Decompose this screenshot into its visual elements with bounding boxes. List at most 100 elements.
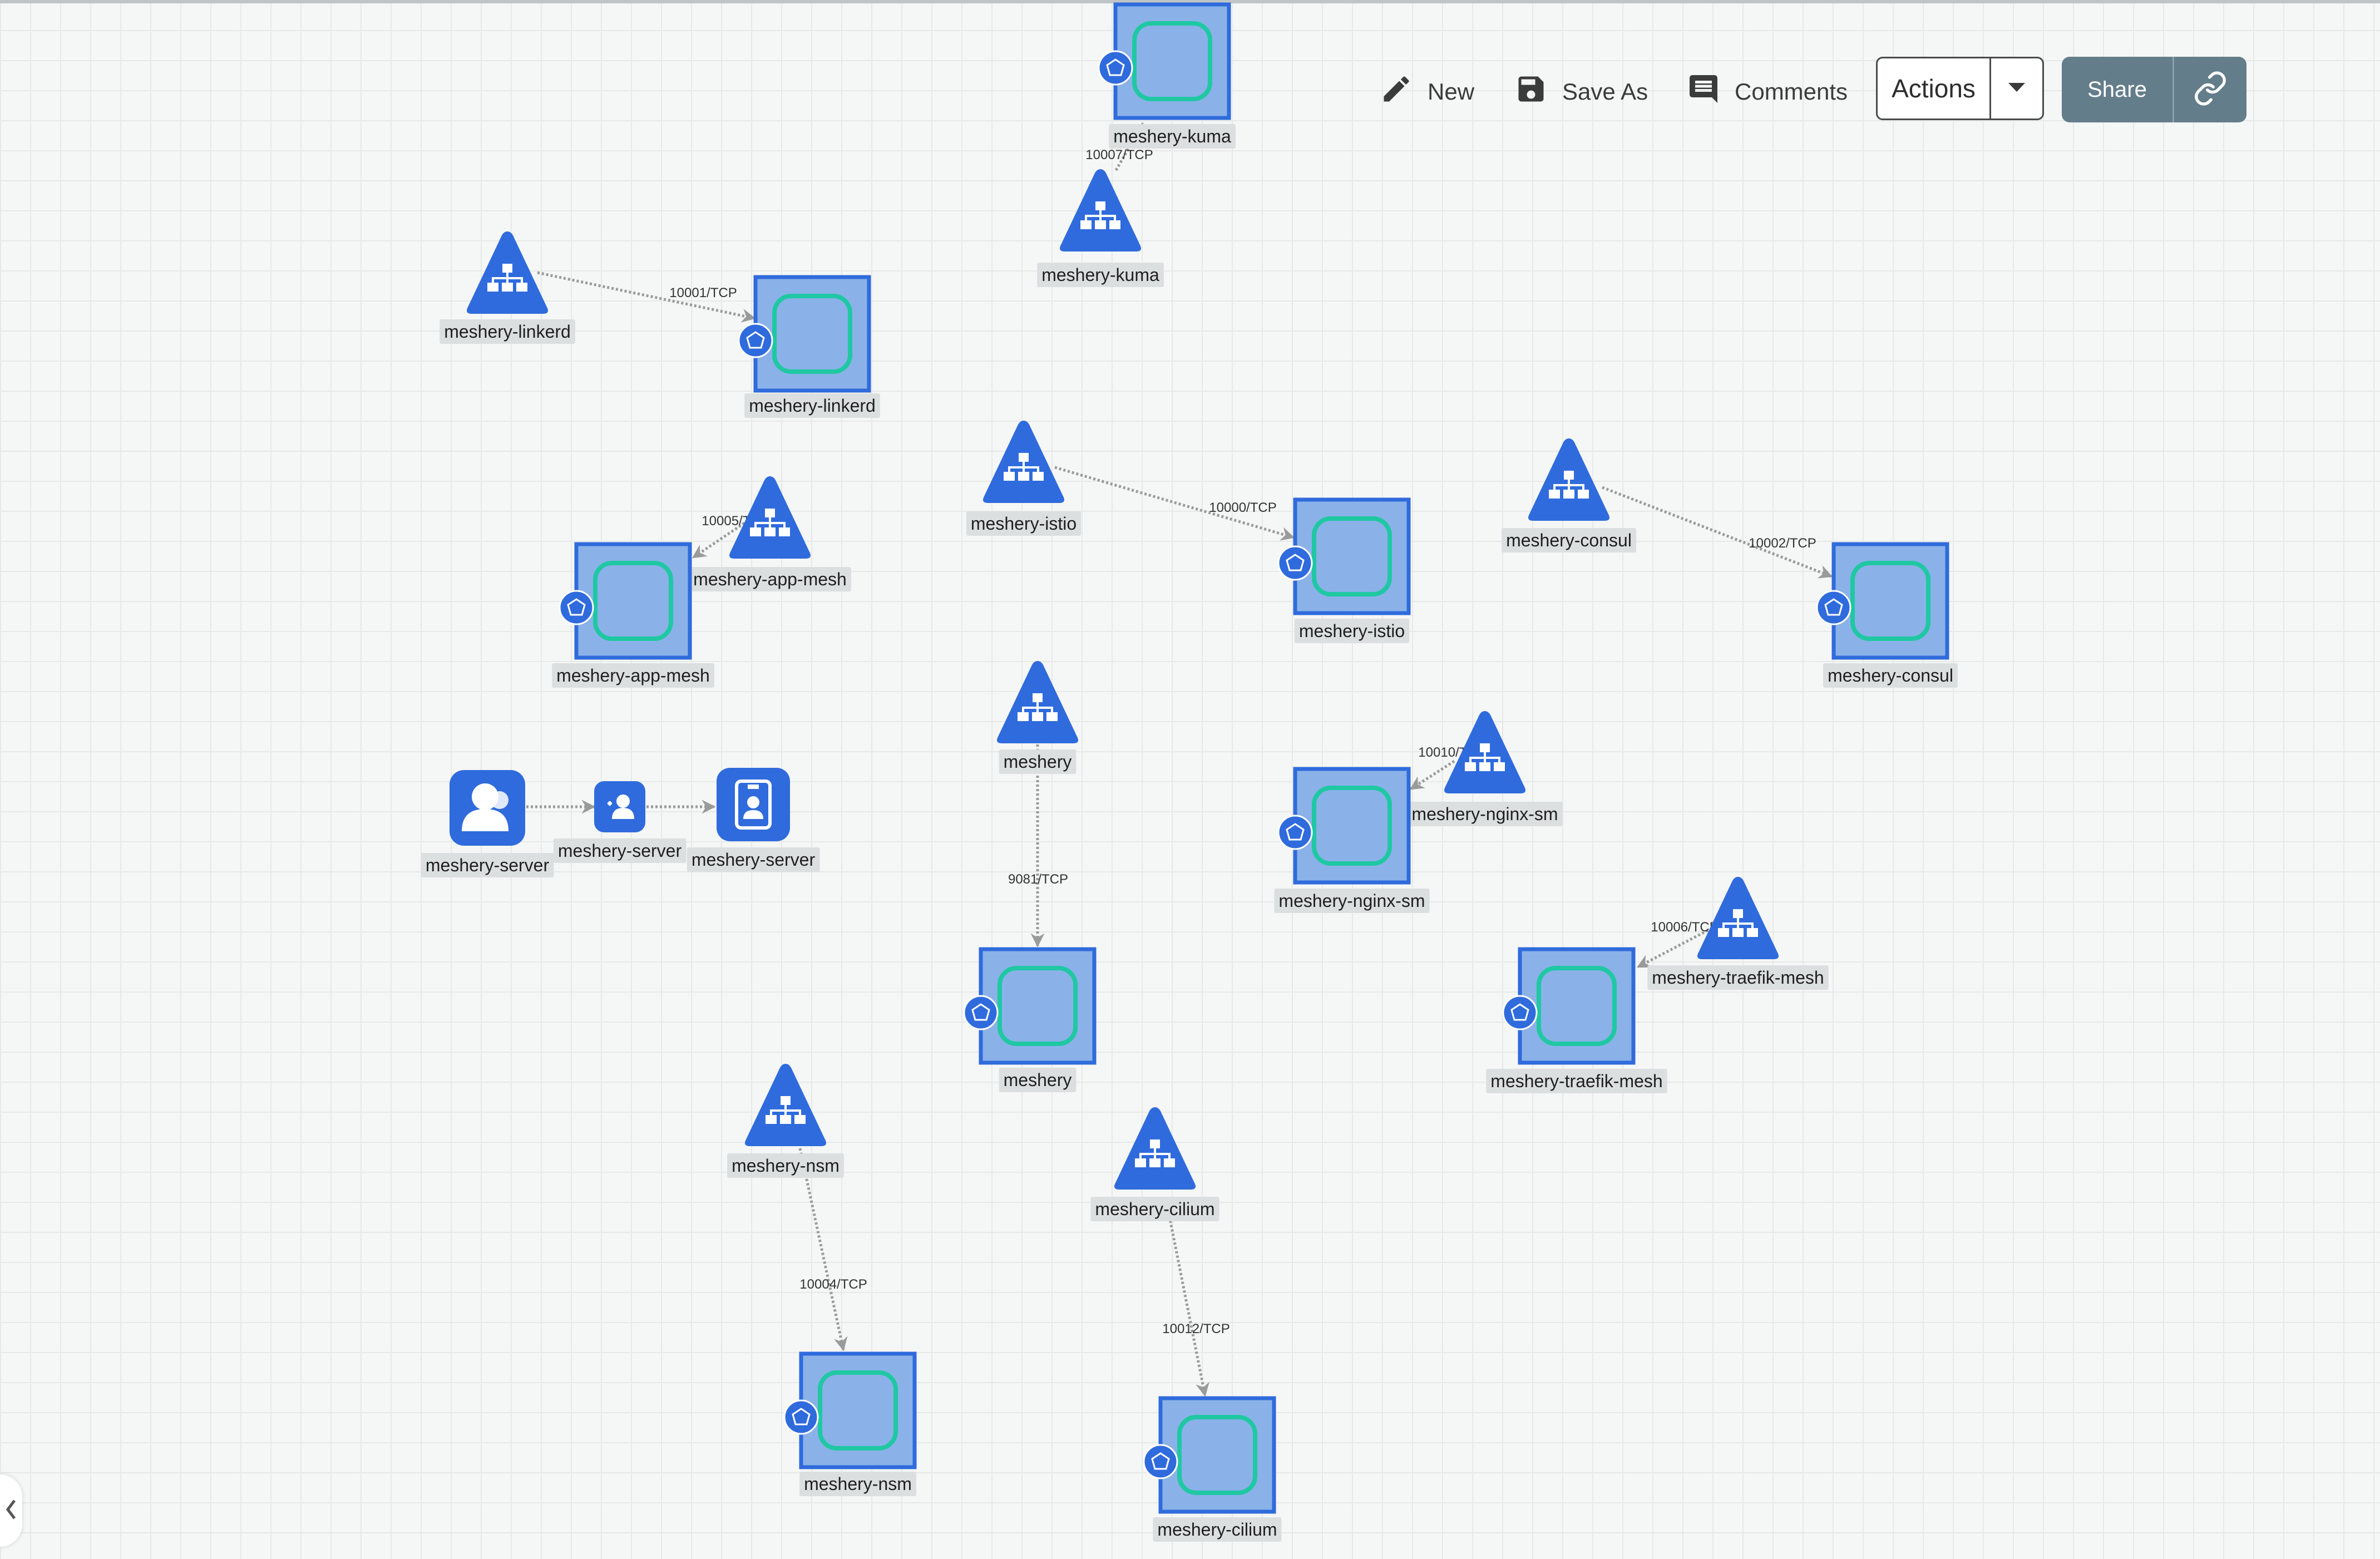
pod-node-nginx-sm[interactable] — [1277, 767, 1411, 885]
new-button[interactable]: New — [1380, 72, 1474, 111]
service-node-istio[interactable] — [983, 421, 1064, 503]
service-node-nginx-sm[interactable] — [1444, 711, 1525, 793]
edge-svc-cilium-to-pod-cilium[interactable] — [1168, 1216, 1209, 1397]
user-gear-icon — [608, 795, 634, 819]
floppy-disk-icon — [1514, 72, 1548, 111]
edge-svc-app-mesh-to-pod-app-mesh[interactable] — [692, 521, 745, 559]
share-button[interactable]: Share — [2087, 77, 2147, 102]
pod-icon — [559, 590, 594, 625]
pod-node-nsm[interactable] — [783, 1351, 917, 1469]
pod-node-meshery[interactable] — [963, 947, 1097, 1065]
node-label-background — [1109, 124, 1236, 149]
link-icon — [2193, 71, 2228, 109]
edge-svc-consul-to-pod-consul[interactable] — [1602, 486, 1833, 579]
node-label-background — [966, 511, 1082, 536]
container-box — [818, 1370, 898, 1451]
edge-svc-traefik-mesh-to-pod-traefik-mesh[interactable] — [1636, 929, 1709, 969]
pod-icon — [963, 995, 999, 1030]
edge-port-label: 10006/TCP — [1651, 920, 1718, 935]
node-label-background — [1274, 889, 1430, 913]
service-node-app-mesh[interactable] — [729, 476, 811, 559]
node-label-background — [1407, 802, 1563, 826]
pod-label: meshery-app-mesh — [556, 665, 710, 685]
edge-svc-linkerd-to-pod-linkerd[interactable] — [537, 271, 756, 323]
caret-down-icon — [2007, 82, 2026, 96]
role-binding-node[interactable] — [594, 781, 645, 832]
save-as-button[interactable]: Save As — [1514, 72, 1648, 111]
id-badge-icon — [735, 780, 772, 830]
node-label-background — [1294, 619, 1410, 643]
actions-label[interactable]: Actions — [1892, 74, 1976, 103]
edge-svc-nsm-to-pod-nsm[interactable] — [798, 1148, 848, 1351]
copy-link-button[interactable] — [2172, 57, 2246, 122]
pencil-icon — [1380, 72, 1413, 111]
pod-label: meshery-cilium — [1157, 1519, 1277, 1540]
node-label-background — [553, 838, 687, 863]
top-border — [0, 0, 2380, 3]
pod-node-app-mesh[interactable] — [559, 542, 692, 660]
save-as-label: Save As — [1562, 78, 1648, 105]
comments-label: Comments — [1735, 78, 1848, 105]
service-account-node[interactable] — [450, 770, 525, 846]
node-label-background — [1037, 263, 1164, 287]
service-node-consul[interactable] — [1528, 438, 1609, 521]
edge-port-label: 10012/TCP — [1162, 1321, 1229, 1336]
node-label-background — [727, 1153, 844, 1178]
node-label-background — [744, 393, 880, 418]
role-node[interactable] — [717, 768, 790, 841]
pod-node-istio[interactable] — [1277, 497, 1411, 615]
node-label-background — [1153, 1517, 1282, 1542]
pod-label: meshery-consul — [1828, 665, 1953, 685]
pod-label: meshery-traefik-mesh — [1490, 1071, 1662, 1091]
edge-svc-istio-to-pod-istio[interactable] — [1054, 466, 1295, 541]
node-label-background — [1502, 528, 1636, 552]
edge-port-label: 10002/TCP — [1749, 536, 1816, 551]
actions-menu[interactable]: Actions — [1876, 57, 2044, 120]
container-box — [772, 294, 852, 374]
pod-node-kuma[interactable] — [1098, 2, 1231, 120]
node-label-background — [1647, 965, 1829, 990]
role-binding-label: meshery-server — [558, 841, 682, 861]
service-node-linkerd[interactable] — [467, 231, 548, 314]
comments-button[interactable]: Comments — [1687, 72, 1848, 111]
node-label-background — [552, 663, 714, 688]
container-box — [1850, 561, 1930, 641]
node-label-background — [799, 1472, 916, 1496]
node-label-background — [440, 319, 575, 344]
pod-node-cilium[interactable] — [1143, 1396, 1276, 1514]
service-node-traefik-mesh[interactable] — [1697, 877, 1779, 959]
container-box — [593, 561, 673, 641]
role-label: meshery-server — [692, 850, 816, 870]
pod-icon — [1277, 815, 1313, 850]
actions-dropdown-button[interactable] — [1989, 58, 2042, 119]
pod-icon — [1502, 995, 1538, 1030]
pod-icon — [1098, 50, 1133, 86]
node-label-background — [1823, 663, 1958, 688]
service-node-kuma[interactable] — [1060, 169, 1141, 251]
service-account-label: meshery-server — [426, 855, 550, 875]
service-label: meshery — [1004, 752, 1072, 772]
container-box — [1312, 786, 1392, 866]
node-label-background — [687, 847, 820, 872]
service-label: meshery-cilium — [1095, 1199, 1214, 1219]
user-icon — [462, 783, 508, 831]
service-label: meshery-consul — [1506, 530, 1632, 550]
pod-label: meshery-nsm — [804, 1474, 912, 1494]
service-node-nsm[interactable] — [745, 1064, 826, 1146]
pod-node-consul[interactable] — [1816, 542, 1949, 660]
service-node-meshery[interactable] — [997, 661, 1078, 743]
service-label: meshery-linkerd — [444, 322, 571, 342]
pod-label: meshery-kuma — [1113, 126, 1231, 146]
service-label: meshery-app-mesh — [693, 569, 847, 589]
pod-node-linkerd[interactable] — [738, 275, 871, 393]
container-box — [1312, 516, 1392, 596]
pod-icon — [1143, 1444, 1178, 1479]
share-group: Share — [2062, 57, 2246, 122]
service-label: meshery-istio — [971, 514, 1077, 534]
service-node-cilium[interactable] — [1114, 1107, 1196, 1190]
edge-port-label: 10001/TCP — [669, 285, 737, 300]
sidebar-toggle[interactable] — [0, 1474, 22, 1547]
service-label: meshery-nsm — [732, 1156, 840, 1176]
pod-node-traefik-mesh[interactable] — [1502, 947, 1636, 1065]
